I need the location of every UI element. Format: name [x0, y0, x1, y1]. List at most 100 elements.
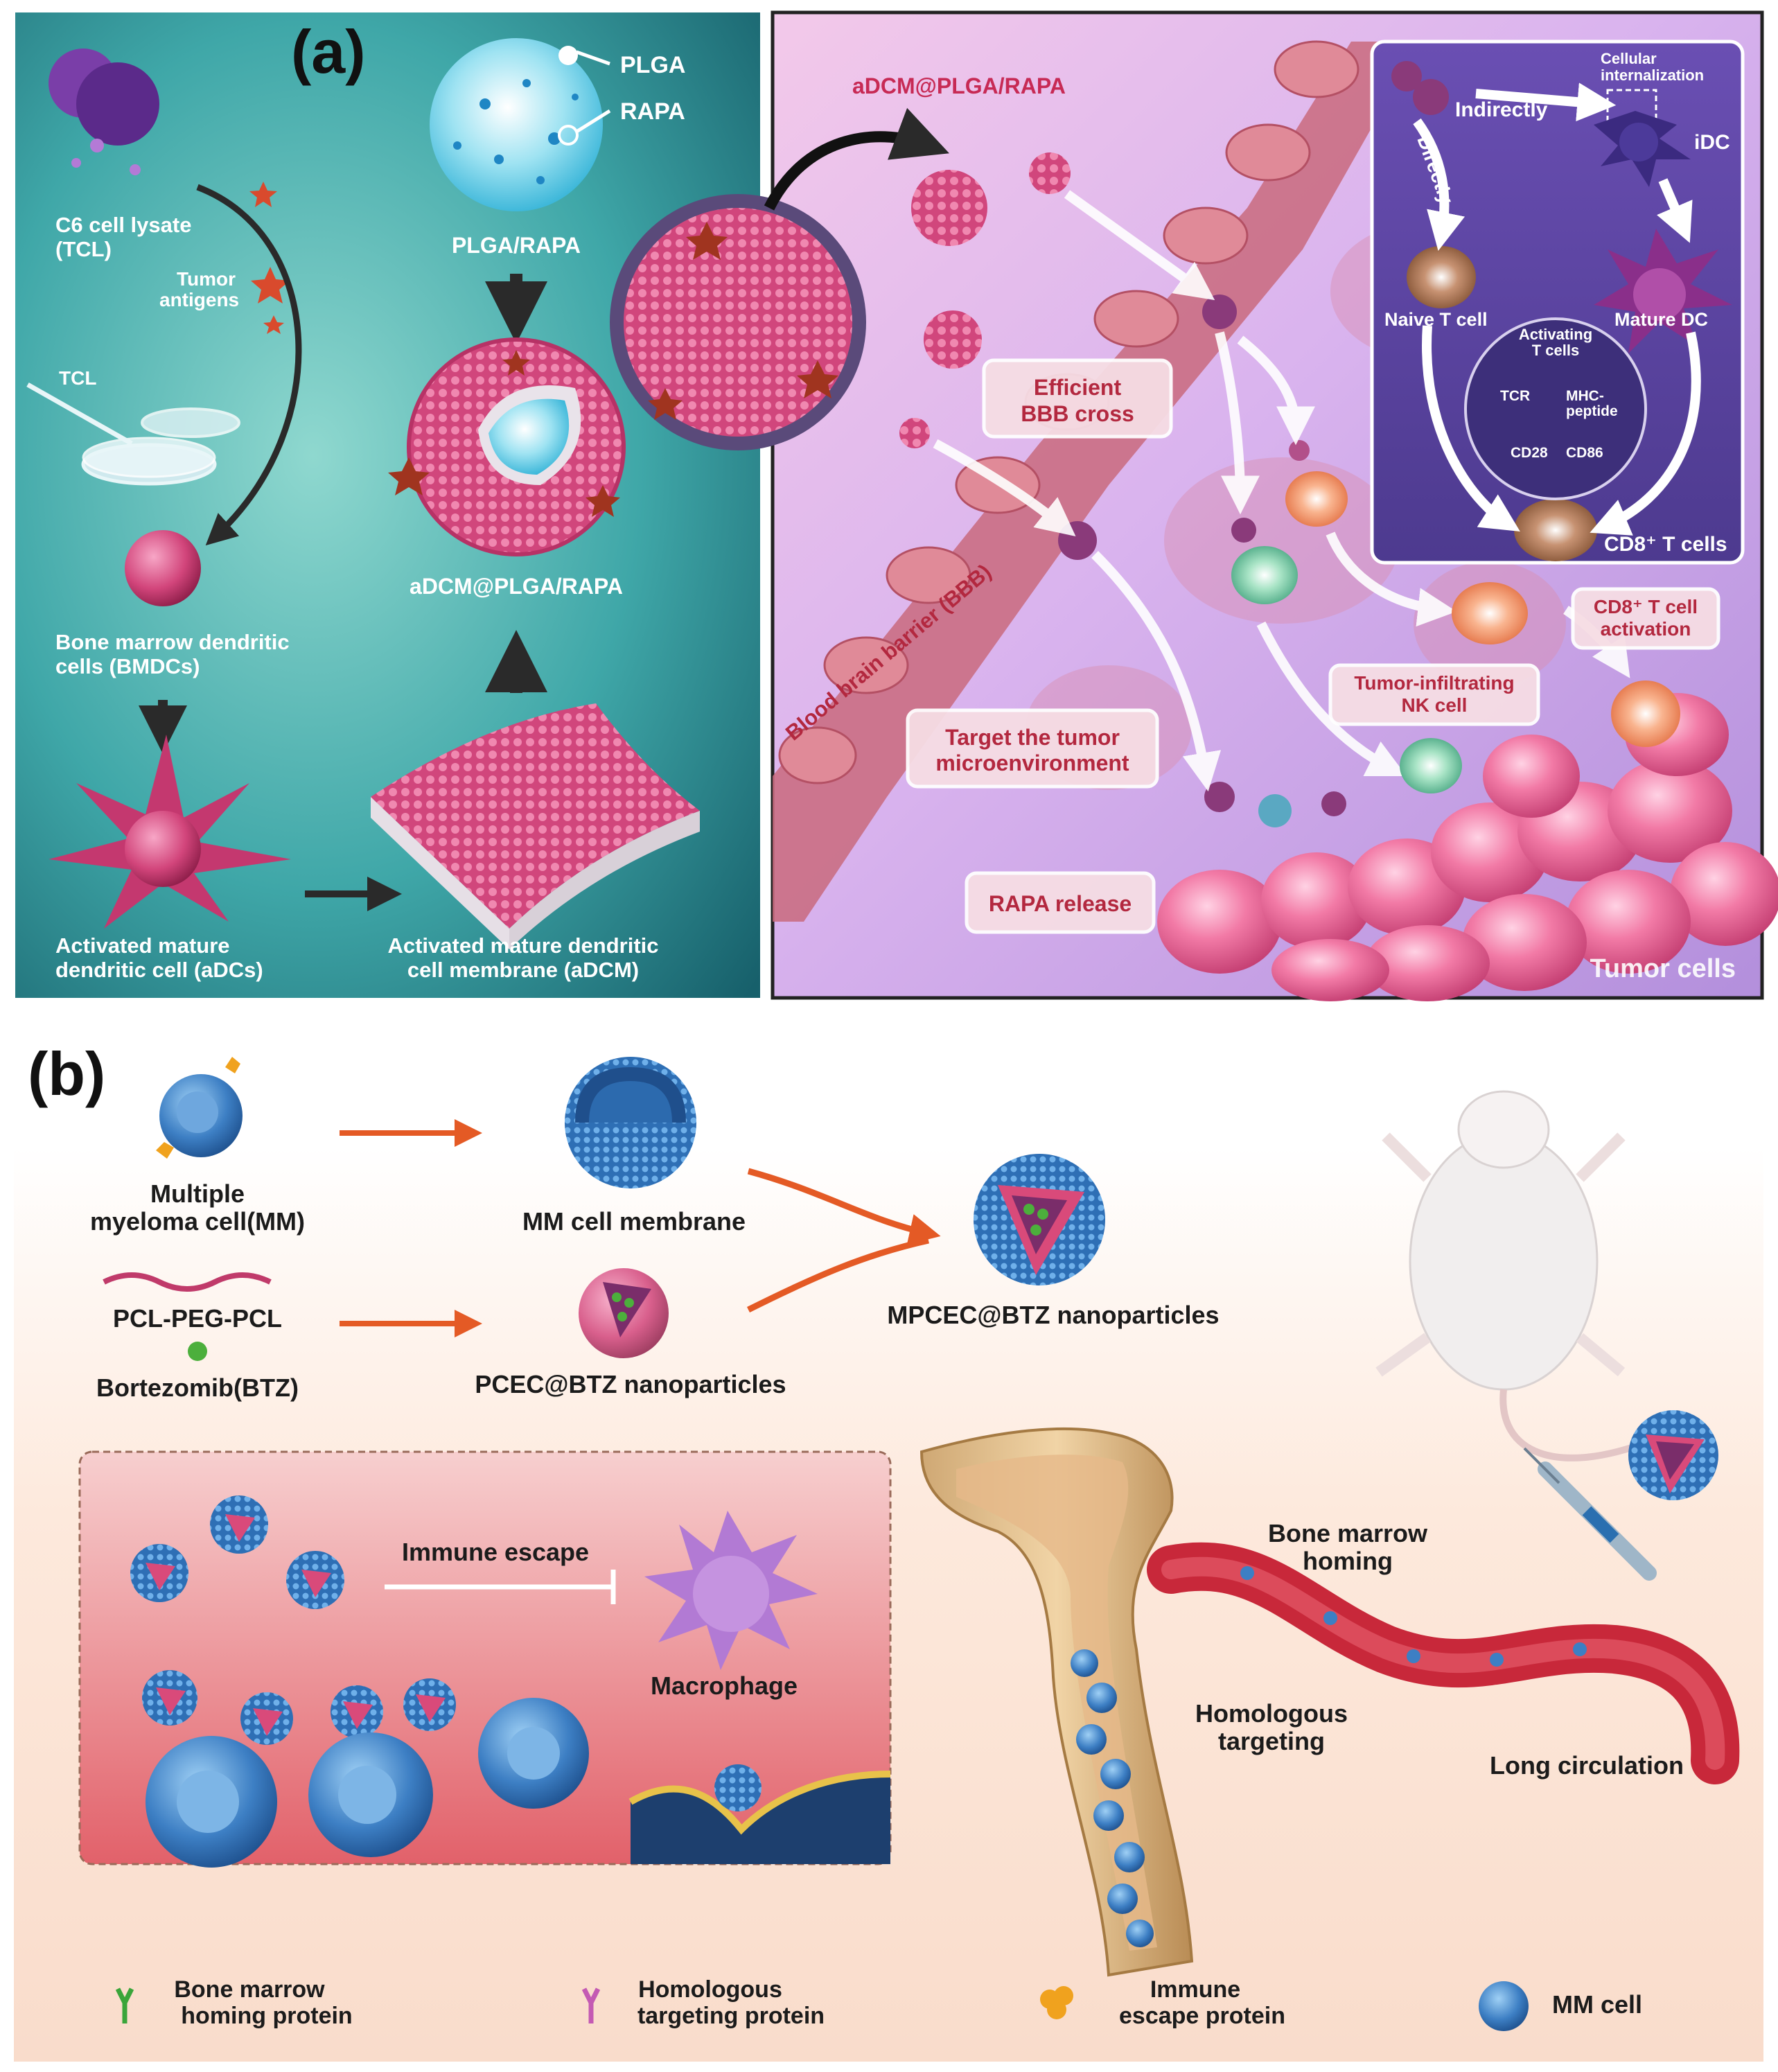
internalization-label-1: Cellular [1601, 50, 1657, 67]
petri-dish [26, 382, 240, 486]
rapa-label: RAPA [620, 98, 685, 125]
mpcec-btz-label: MPCEC@BTZ nanoparticles [887, 1301, 1219, 1329]
plga-rapa-sphere [430, 38, 611, 211]
adc-label-1: Activated mature [55, 933, 230, 958]
bmdc-label-1: Bone marrow dendritic [55, 630, 290, 654]
cd8-activation-label-2: activation [1601, 618, 1691, 640]
cd86-label: CD86 [1566, 445, 1603, 461]
panel-a-left: (a) C6 cell lysate (TCL) Tumor antigens … [15, 12, 760, 998]
membrane-to-mpcec-arrow [747, 1168, 941, 1245]
c6-lysate-label-2: (TCL) [55, 237, 112, 261]
mature-dc-cell [1594, 229, 1732, 353]
tumor-cells-label: Tumor cells [1590, 954, 1736, 983]
synapse-circle [1464, 317, 1647, 500]
legend-mm-cell-label: MM cell [1552, 1990, 1642, 2019]
mm-membrane [565, 1057, 696, 1188]
cd8-activation-box: CD8⁺ T cell activation [1571, 587, 1720, 650]
btz-dot [188, 1342, 207, 1361]
immune-escape-arrow [385, 1570, 616, 1604]
t-cell-2 [1452, 582, 1528, 644]
inset-arrows [1413, 82, 1701, 536]
bone-marrow-homing-label-1: Bone marrow [1268, 1519, 1428, 1547]
homologous-targeting-label-2: targeting [1218, 1727, 1325, 1755]
nk-cell-box: Tumor-infiltrating NK cell [1328, 663, 1540, 726]
efficient-bbb-box: Efficient BBB cross [982, 358, 1173, 439]
bone-marrow-homing-label-2: homing [1303, 1547, 1393, 1575]
mature-dc-label: Mature DC [1614, 309, 1708, 330]
mm-cell-label-1: Multiple [150, 1179, 245, 1208]
plga-label: PLGA [620, 52, 685, 78]
adcm-np-label: aDCM@PLGA/RAPA [410, 574, 623, 599]
target-tme-label-2: microenvironment [935, 750, 1129, 775]
legend-escape-label-2: escape protein [1119, 2003, 1285, 2029]
mpcec-np-injected [1628, 1410, 1718, 1500]
naive-t-label: Naive T cell [1384, 309, 1488, 330]
cell-interaction-inset [78, 1450, 892, 1868]
idc-label: iDC [1694, 131, 1730, 154]
inset-mpcec-nps [130, 1495, 456, 1745]
flow-arrows [933, 190, 1630, 792]
c6-lysate-cells [49, 49, 159, 175]
tcr-label: TCR [1500, 388, 1530, 404]
internalization-label-2: internalization [1601, 67, 1704, 84]
membrane-closeup [628, 1764, 891, 1864]
efficient-bbb-label-1: Efficient [1034, 375, 1122, 400]
adcm-membrane-sheet [371, 703, 700, 949]
pcec-btz-np [579, 1268, 669, 1358]
syringe [1523, 1447, 1657, 1581]
legend-targeting-label-1: Homologous [638, 1976, 782, 2003]
tumor-antigens-label-2: antigens [159, 289, 239, 310]
immune-activation-inset: Cellular internalization Indirectly Dire… [1370, 39, 1745, 565]
mm-cell-top [156, 1057, 243, 1159]
vessel-particles [1240, 1566, 1587, 1667]
lysate-to-bmdc-arrow [196, 184, 302, 546]
mm-membrane-label: MM cell membrane [522, 1207, 746, 1236]
adcm-np-cross-section [388, 337, 626, 556]
targeting-protein-icon [581, 1987, 601, 2023]
nk-cell-1 [1231, 546, 1298, 604]
panel-b-letter: (b) [28, 1039, 105, 1108]
legend-escape-label-1: Immune [1150, 1976, 1240, 2003]
immune-escape-label: Immune escape [402, 1538, 589, 1566]
mouse-illustration [1375, 1090, 1651, 1461]
efficient-bbb-label-2: BBB cross [1021, 401, 1134, 426]
indirectly-label: Indirectly [1455, 98, 1548, 121]
mhc-label-2: peptide [1566, 403, 1618, 419]
homing-protein-icon [115, 1987, 134, 2023]
t-cell-1 [1285, 471, 1348, 527]
adcm-np-large [610, 194, 866, 450]
pcl-peg-pcl-label: PCL-PEG-PCL [113, 1304, 282, 1333]
rapa-release-label: RAPA release [989, 891, 1132, 916]
macrophage-label: Macrophage [651, 1671, 798, 1700]
cd8-t-cells-label: CD8⁺ T cells [1604, 533, 1727, 556]
inset-mm-cells [146, 1698, 589, 1868]
bmdc-cell [125, 530, 201, 606]
t-cell-3 [1611, 681, 1680, 747]
mpcec-btz-np [974, 1154, 1105, 1285]
panel-b: (b) [14, 1039, 1763, 2062]
idc-cell [1594, 111, 1691, 187]
legend-homing-label-1: Bone marrow [174, 1976, 325, 2003]
homologous-targeting-label-1: Homologous [1195, 1699, 1348, 1728]
activating-t-label-2: T cells [1532, 342, 1579, 359]
cd28-label: CD28 [1511, 445, 1548, 461]
legend: Bone marrow homing protein Homologous ta… [115, 1976, 1642, 2031]
panel-a-letter: (a) [291, 17, 366, 86]
tumor-antigen-stars [249, 182, 290, 334]
tcl-label: TCL [59, 367, 96, 389]
adcm-label-2: cell membrane (aDCM) [407, 958, 639, 982]
pcec-to-mpcec-arrow [746, 1237, 929, 1313]
bortezomib-label: Bortezomib(BTZ) [96, 1373, 299, 1402]
macrophage-cell [644, 1511, 818, 1670]
right-np-label: aDCM@PLGA/RAPA [852, 73, 1066, 98]
bmdc-label-2: cells (BMDCs) [55, 654, 200, 678]
legend-targeting-label-2: targeting protein [637, 2003, 825, 2029]
blood-vessel-wall [773, 42, 1420, 922]
long-circulation-label: Long circulation [1490, 1751, 1684, 1780]
c6-lysate-label-1: C6 cell lysate [55, 213, 191, 237]
adc-label-2: dendritic cell (aDCs) [55, 958, 263, 982]
zoom-arrow [764, 107, 949, 211]
nk-cell-2 [1400, 738, 1462, 793]
adcm-label-1: Activated mature dendritic [387, 933, 658, 958]
